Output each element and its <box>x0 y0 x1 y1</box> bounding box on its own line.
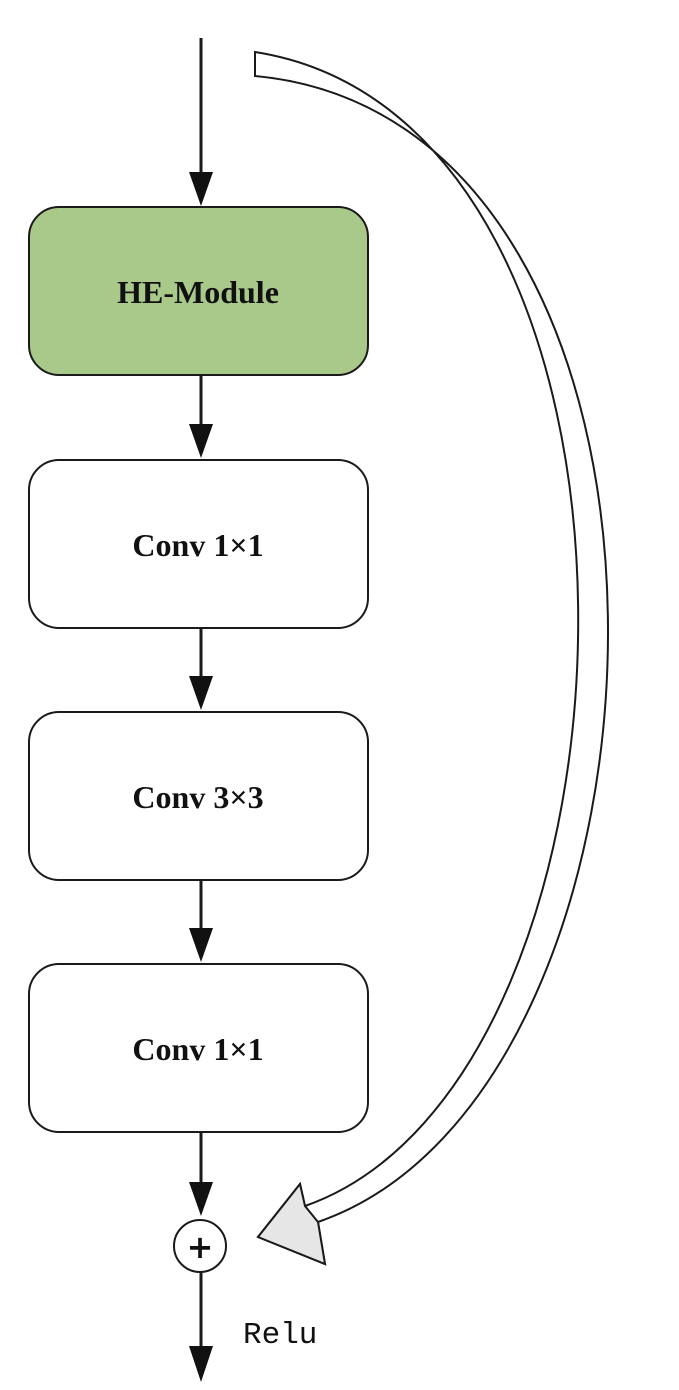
conv3x3-block: Conv 3×3 <box>28 711 369 881</box>
conv3x3-label: Conv 3×3 <box>132 779 263 815</box>
conv1x1-label-top: Conv 1×1 <box>132 527 263 563</box>
he-module-block: HE-Module <box>28 206 369 376</box>
sum-node: + <box>173 1219 227 1273</box>
connector-arrowhead-3 <box>189 928 213 962</box>
skip-arrow-head <box>256 1181 327 1266</box>
conv1x1-box-bottom <box>28 963 369 1133</box>
input-arrowhead <box>189 172 213 206</box>
connector-arrowhead-4 <box>189 1182 213 1216</box>
he-module-box <box>28 206 369 376</box>
conv1x1-block-bottom: Conv 1×1 <box>28 963 369 1133</box>
connector-arrowhead-1 <box>189 424 213 458</box>
relu-label: Relu <box>243 1318 317 1353</box>
conv1x1-label-bottom: Conv 1×1 <box>132 1031 263 1067</box>
connector-arrowhead-2 <box>189 676 213 710</box>
plus-icon: + <box>187 1228 214 1266</box>
conv1x1-block-top: Conv 1×1 <box>28 459 369 629</box>
conv3x3-box <box>28 711 369 881</box>
conv1x1-box-top <box>28 459 369 629</box>
output-arrowhead <box>189 1346 213 1382</box>
he-module-label: HE-Module <box>117 274 279 310</box>
